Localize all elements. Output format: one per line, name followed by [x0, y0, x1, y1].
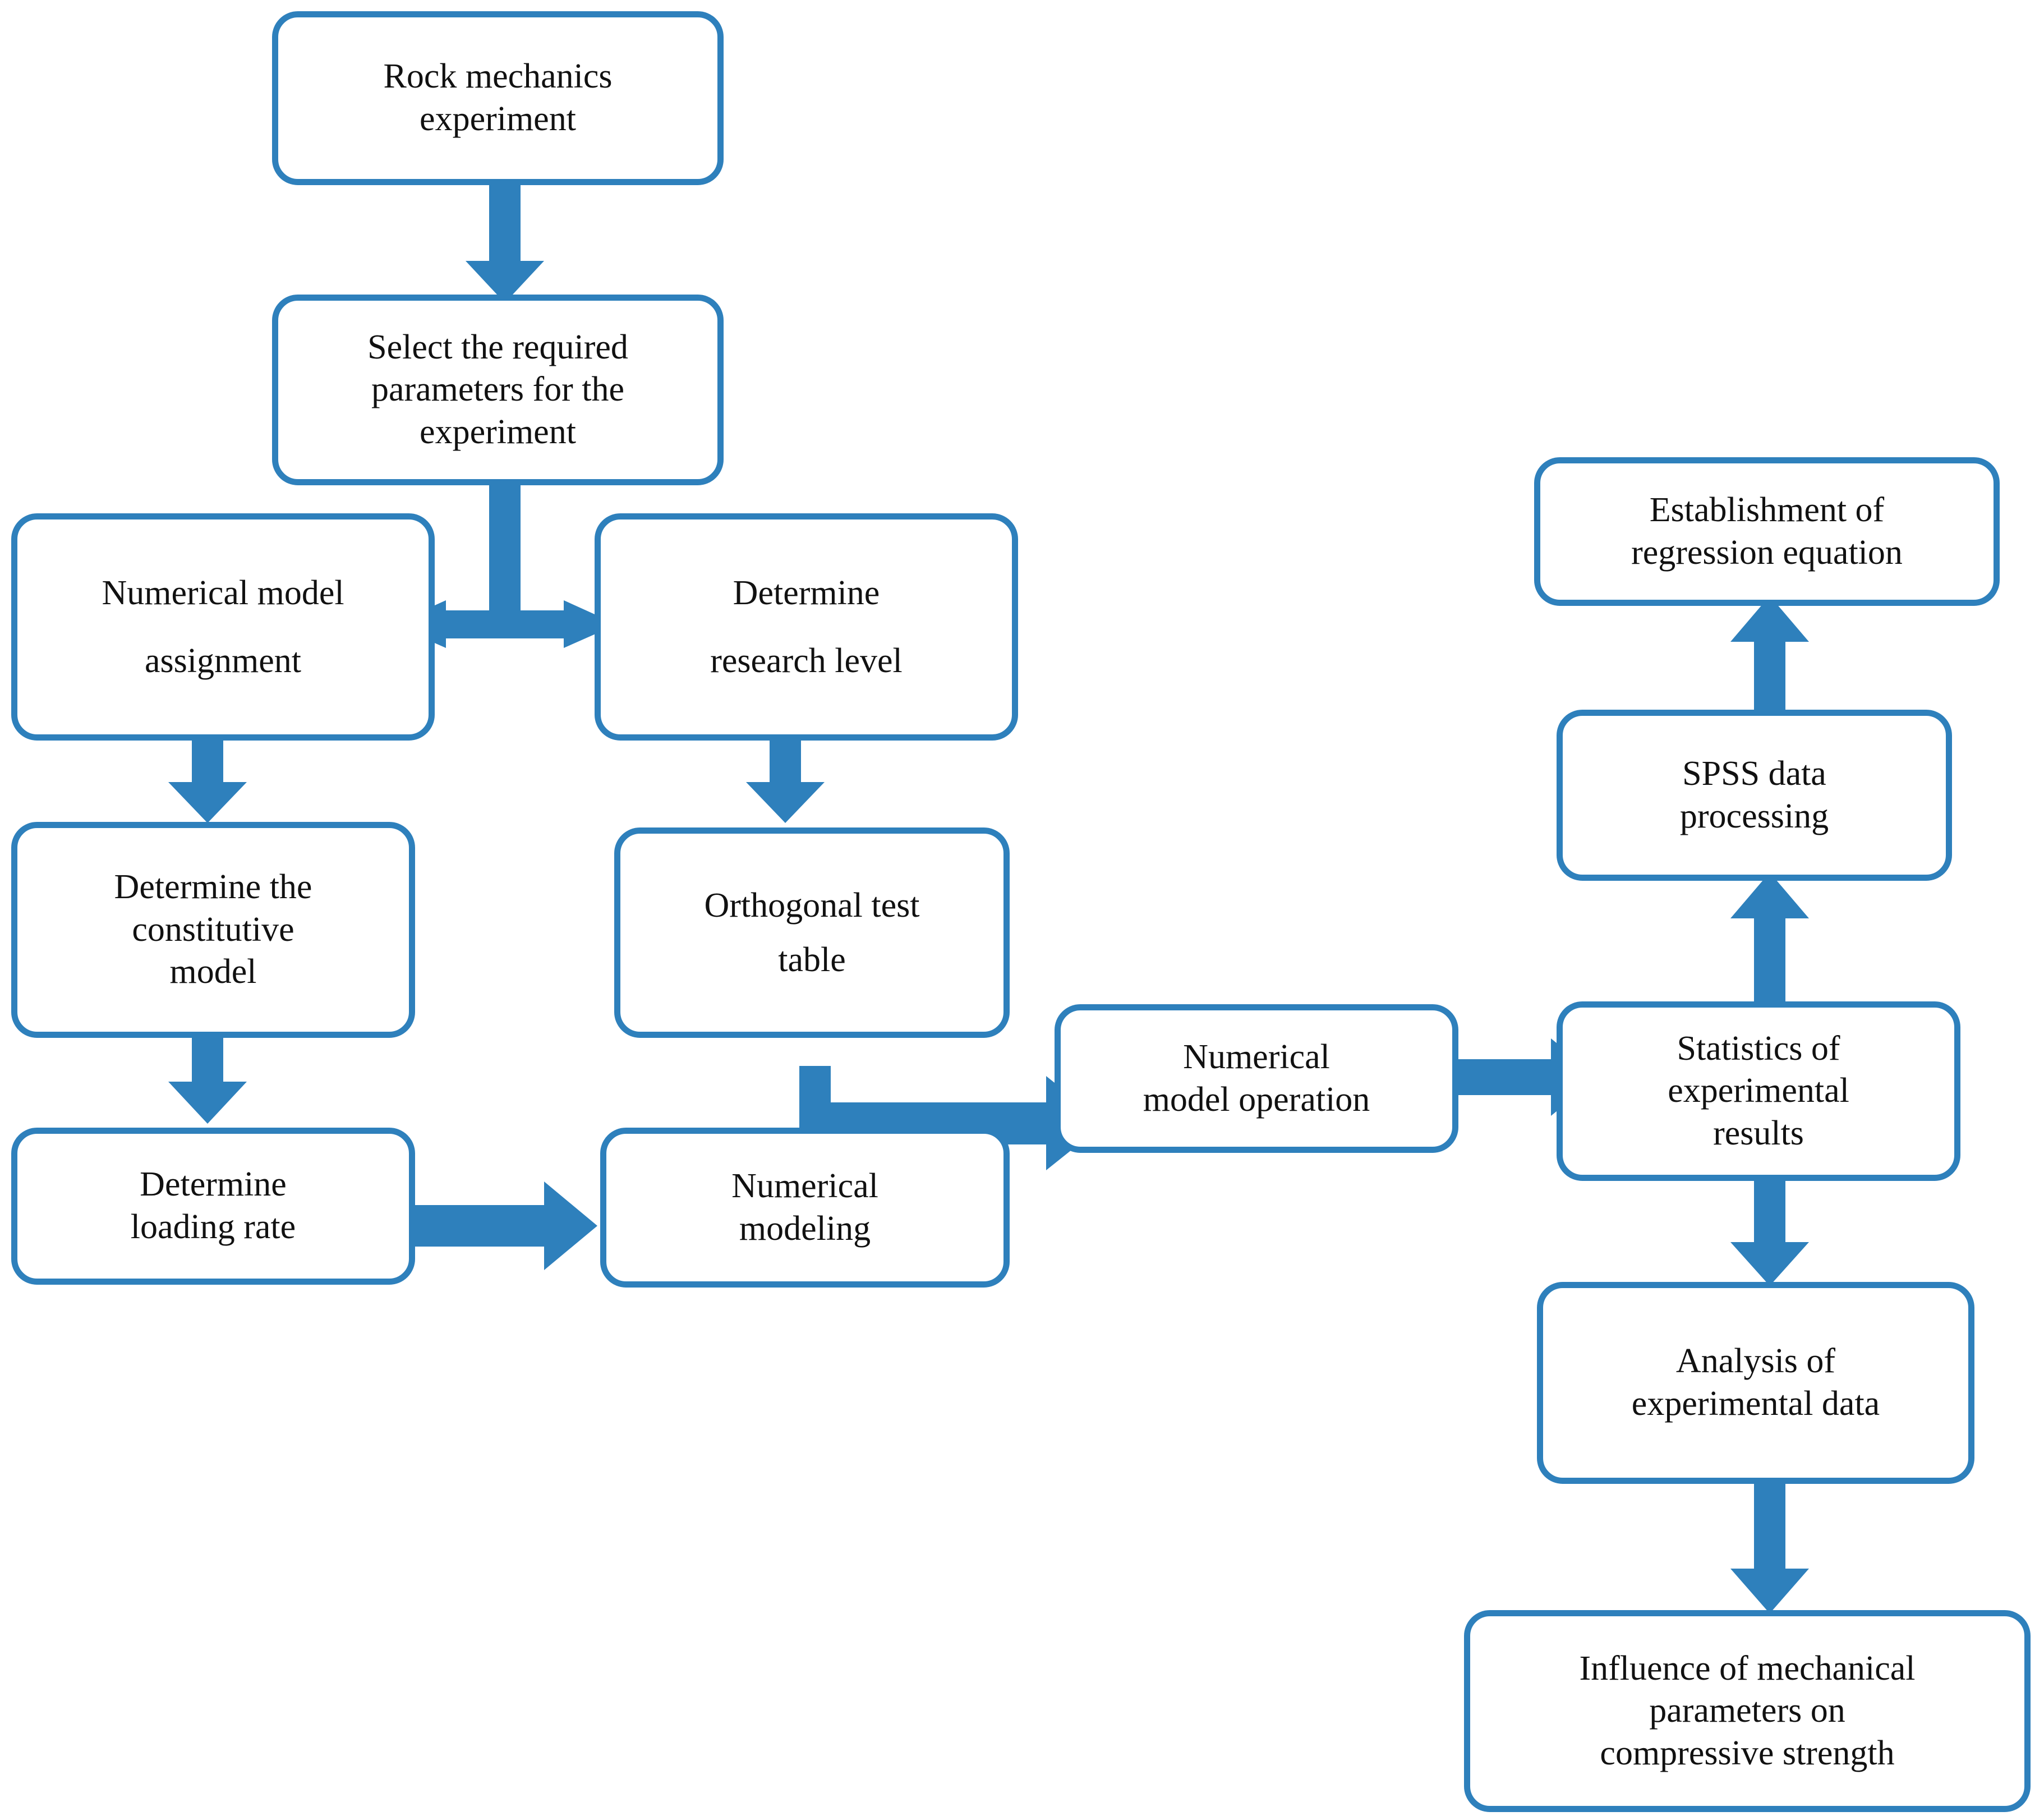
node-rock-mechanics-experiment[interactable]: Rock mechanics experiment [272, 11, 724, 185]
node-label: Influence of mechanical parameters on co… [1579, 1649, 1916, 1772]
node-label: Statistics of experimental results [1668, 1029, 1849, 1152]
node-influence-mechanical-parameters[interactable]: Influence of mechanical parameters on co… [1464, 1610, 2031, 1812]
node-determine-constitutive-model[interactable]: Determine the constitutive model [11, 822, 415, 1038]
edge-research-level-to-orthogonal [740, 736, 830, 826]
node-label: Numerical model assignment [102, 573, 344, 680]
node-label: SPSS data processing [1679, 754, 1829, 835]
node-label: Orthogonal test table [704, 886, 920, 979]
node-numerical-model-assignment[interactable]: Numerical model assignment [11, 513, 435, 741]
node-label: Select the required parameters for the e… [367, 328, 628, 451]
node-label: Numerical model operation [1143, 1037, 1370, 1119]
edge-statistics-to-spss [1725, 872, 1815, 1013]
node-label: Determine the constitutive model [114, 868, 312, 991]
node-spss-data-processing[interactable]: SPSS data processing [1557, 710, 1952, 881]
node-statistics-experimental-results[interactable]: Statistics of experimental results [1557, 1001, 1960, 1181]
node-label: Numerical modeling [731, 1166, 878, 1248]
node-determine-loading-rate[interactable]: Determine loading rate [11, 1128, 415, 1285]
edge-assignment-to-constitutive [163, 736, 252, 826]
node-select-parameters[interactable]: Select the required parameters for the e… [272, 295, 724, 485]
node-label: Analysis of experimental data [1631, 1342, 1880, 1423]
node-numerical-modeling[interactable]: Numerical modeling [600, 1128, 1010, 1288]
edge-statistics-to-analysis [1725, 1176, 1815, 1288]
edge-constitutive-to-loading [163, 1031, 252, 1127]
node-determine-research-level[interactable]: Determine research level [595, 513, 1018, 741]
node-numerical-model-operation[interactable]: Numerical model operation [1055, 1004, 1458, 1153]
edge-analysis-to-influence [1725, 1481, 1815, 1616]
edge-experiment-to-parameters [460, 177, 550, 306]
node-orthogonal-test-table[interactable]: Orthogonal test table [614, 827, 1010, 1038]
node-label: Establishment of regression equation [1631, 490, 1903, 572]
node-label: Determine research level [710, 573, 903, 680]
node-analysis-experimental-data[interactable]: Analysis of experimental data [1537, 1282, 1974, 1484]
node-label: Rock mechanics experiment [383, 57, 613, 138]
node-establishment-regression-equation[interactable]: Establishment of regression equation [1534, 457, 2000, 606]
edge-loading-to-modeling [409, 1178, 600, 1274]
node-label: Determine loading rate [130, 1165, 296, 1246]
